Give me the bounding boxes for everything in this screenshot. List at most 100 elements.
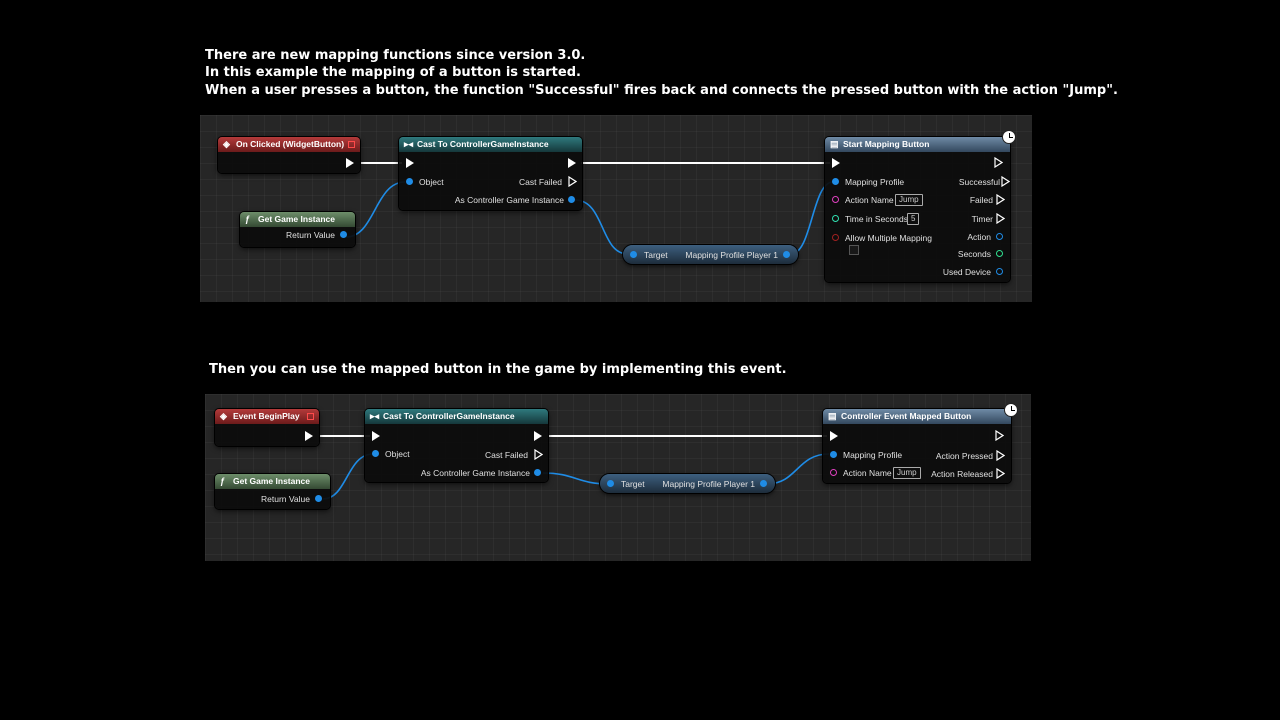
return-value-pin[interactable] [340,231,347,238]
as-instance-output-pin[interactable] [568,196,575,203]
blueprint-graph-2[interactable]: ◈Event BeginPlay ƒ Get Game Instance Retu… [205,394,1031,561]
event-node-header: ▤Controller Event Mapped Button [823,409,1011,424]
target-input-pin[interactable] [607,480,614,487]
get-game-instance-title: Get Game Instance [233,476,311,486]
return-value-pin[interactable] [315,495,322,502]
as-controller-game-instance-label: As Controller Game Instance [454,195,564,205]
delegate-pin-icon[interactable] [348,141,355,148]
event-node-on-clicked[interactable]: ◈ On Clicked (WidgetButton) [218,137,360,173]
action-name-label: Action Name [845,195,894,205]
successful-exec-pin[interactable] [1001,176,1010,187]
mapping-profile-variable-node[interactable]: Target Mapping Profile Player 1 [623,245,798,264]
exec-out-pin[interactable] [995,430,1004,441]
used-device-label: Used Device [942,267,991,277]
action-name-input-pin[interactable] [832,196,839,203]
return-value-label: Return Value [261,494,310,504]
time-in-seconds-field[interactable]: 5 [907,213,920,225]
cast-node[interactable]: ▸◂Cast To ControllerGameInstance Object … [365,409,548,482]
mapping-profile-label: Mapping Profile [845,177,905,187]
delegate-pin-icon[interactable] [307,413,314,420]
get-game-instance-title: Get Game Instance [258,214,336,224]
cast-node-title: Cast To ControllerGameInstance [417,139,549,149]
pure-node-header: ƒ Get Game Instance [215,474,330,489]
event-node-title: On Clicked (WidgetButton) [236,139,345,149]
action-released-exec-pin[interactable] [996,468,1005,479]
cast-failed-label: Cast Failed [485,450,528,460]
action-name-label: Action Name [843,468,892,478]
action-name-field[interactable]: Jump [895,194,923,206]
cast-node-title: Cast To ControllerGameInstance [383,411,515,421]
mapping-profile-output-label: Mapping Profile Player 1 [662,479,755,489]
allow-multiple-mapping-label: Allow Multiple Mapping [845,233,932,243]
start-mapping-title: Start Mapping Button [843,139,930,149]
action-label: Action [967,232,991,242]
failed-exec-pin[interactable] [996,194,1005,205]
exec-out-pin[interactable] [994,157,1003,168]
action-name-input-pin[interactable] [830,469,837,476]
caption-line-2: In this example the mapping of a button … [205,65,581,80]
action-pressed-label: Action Pressed [935,451,993,461]
target-label: Target [621,479,645,489]
event-node-header: ◈ On Clicked (WidgetButton) [218,137,360,152]
object-input-pin[interactable] [372,450,379,457]
exec-out-pin[interactable] [305,431,313,441]
used-device-output-pin[interactable] [996,268,1003,275]
function-icon: ƒ [245,214,251,224]
failed-label: Failed [969,195,993,205]
target-input-pin[interactable] [630,251,637,258]
successful-label: Successful [958,177,1000,187]
mapping-profile-input-pin[interactable] [830,451,837,458]
action-released-label: Action Released [931,469,993,479]
action-pressed-exec-pin[interactable] [996,450,1005,461]
cast-failed-exec-pin[interactable] [534,449,543,460]
mapping-profile-variable-node[interactable]: Target Mapping Profile Player 1 [600,474,775,493]
allow-multiple-mapping-checkbox[interactable] [849,245,859,255]
get-game-instance-node[interactable]: ƒ Get Game Instance Return Value [240,212,355,247]
exec-out-pin[interactable] [534,431,542,441]
action-name-field[interactable]: Jump [893,467,921,479]
timer-exec-pin[interactable] [996,213,1005,224]
exec-in-pin[interactable] [830,431,838,441]
event-node-title: Event BeginPlay [233,411,300,421]
mapping-profile-output-pin[interactable] [760,480,767,487]
blueprint-graph-1[interactable]: ◈ On Clicked (WidgetButton) ƒ Get Game Ins… [200,115,1032,302]
latent-clock-icon [1002,130,1016,144]
object-label: Object [385,449,410,459]
seconds-label: Seconds [957,249,991,259]
action-output-pin[interactable] [996,233,1003,240]
object-label: Object [419,177,444,187]
mapping-profile-input-pin[interactable] [832,178,839,185]
get-game-instance-node[interactable]: ƒ Get Game Instance Return Value [215,474,330,509]
mapped-event-title: Controller Event Mapped Button [841,411,972,421]
function-call-icon: ▤ [830,139,839,149]
caption-line-1: There are new mapping functions since ve… [205,48,586,63]
start-mapping-button-node[interactable]: ▤ Start Mapping Button Mapping Profile Su… [825,137,1010,282]
exec-out-pin[interactable] [568,158,576,168]
mapping-profile-output-pin[interactable] [783,251,790,258]
allow-multiple-mapping-input-pin[interactable] [832,234,839,241]
cast-node-header: ▸◂Cast To ControllerGameInstance [365,409,548,424]
mapping-profile-output-label: Mapping Profile Player 1 [685,250,778,260]
latent-clock-icon [1004,403,1018,417]
caption-line-4: Then you can use the mapped button in th… [209,362,787,377]
cast-failed-label: Cast Failed [519,177,562,187]
timer-label: Timer [971,214,993,224]
exec-out-pin[interactable] [346,158,354,168]
function-icon: ƒ [220,476,226,486]
cast-icon: ▸◂ [404,139,414,149]
seconds-output-pin[interactable] [996,250,1003,257]
cast-node[interactable]: ▸◂Cast To ControllerGameInstance Object … [399,137,582,210]
mapping-profile-label: Mapping Profile [843,450,903,460]
event-icon: ◈ [223,139,230,149]
exec-in-pin[interactable] [406,158,414,168]
time-in-seconds-input-pin[interactable] [832,215,839,222]
event-node-begin-play[interactable]: ◈Event BeginPlay [215,409,319,446]
controller-event-mapped-button-node[interactable]: ▤Controller Event Mapped Button Mapping … [823,409,1011,483]
pure-node-header: ƒ Get Game Instance [240,212,355,227]
as-instance-output-pin[interactable] [534,469,541,476]
return-value-label: Return Value [286,230,335,240]
exec-in-pin[interactable] [372,431,380,441]
exec-in-pin[interactable] [832,158,840,168]
object-input-pin[interactable] [406,178,413,185]
cast-failed-exec-pin[interactable] [568,176,577,187]
